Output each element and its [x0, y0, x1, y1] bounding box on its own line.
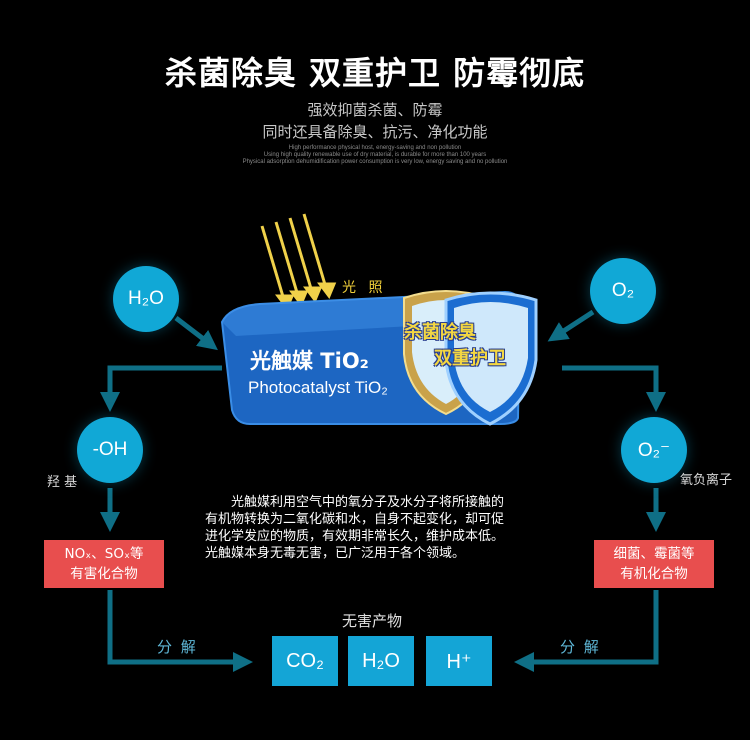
light-label: 光 照: [342, 280, 387, 296]
photocatalyst-cn: 光触媒 TiO₂: [250, 349, 369, 373]
product-h-plus: H⁺: [426, 636, 492, 686]
arrow-leftbox-to-products: [107, 590, 253, 672]
subtitle-line-2: 同时还具备除臭、抗污、净化功能: [262, 123, 488, 141]
harmful-compounds-box: NOₓ、SOₓ等 有害化合物: [44, 540, 164, 588]
description-line-4: 光触媒本身无毒无害，已广泛用于各个领域。: [205, 546, 466, 561]
hydroxyl-label: 羟 基: [47, 475, 78, 490]
harmful-compounds-line-2: 有害化合物: [70, 566, 138, 582]
arrow-rightbox-to-products: [514, 590, 659, 672]
tiny-english-line-2: Using high quality renewable use of dry …: [263, 152, 487, 158]
light-rays-icon: [260, 213, 337, 311]
shield-icon: [403, 290, 538, 426]
tiny-english-line-3: Physical adsorption dehumidification pow…: [242, 159, 508, 165]
page-title: 杀菌除臭 双重护卫 防霉彻底: [164, 54, 586, 92]
arrow-panel-to-oh: [100, 365, 222, 412]
arrow-o2-to-panel: [547, 309, 595, 342]
products-label: 无害产物: [342, 612, 403, 630]
node-hydroxyl: -OH: [77, 417, 143, 483]
description-text: 光触媒利用空气中的氧分子及水分子将所接触的 有机物转换为二氧化碳和水，自身不起变…: [205, 494, 585, 562]
arrow-h2o-to-panel: [174, 316, 218, 351]
description-line-2: 有机物转换为二氧化碳和水，自身不起变化，却可促: [205, 512, 505, 527]
description-line-3: 进化学发应的物质，有效期非常长久，维护成本低。: [205, 529, 505, 544]
node-oxygen-anion: O₂⁻: [621, 417, 687, 483]
node-o2: O₂: [590, 258, 656, 324]
product-co2: CO₂: [272, 636, 338, 686]
node-h2o: H₂O: [113, 266, 179, 332]
shield-text-line-2: 双重护卫: [434, 348, 506, 369]
organic-compounds-line-2: 有机化合物: [620, 566, 688, 582]
decompose-right-label: 分 解: [560, 638, 601, 656]
shield-text-line-1: 杀菌除臭: [404, 322, 476, 343]
organic-compounds-box: 细菌、霉菌等 有机化合物: [594, 540, 714, 588]
oxygen-anion-label: 氧负离子: [680, 473, 733, 488]
product-h2o: H₂O: [348, 636, 414, 686]
subtitle-line-1: 强效抑菌杀菌、防霉: [307, 101, 443, 119]
organic-compounds-line-1: 细菌、霉菌等: [613, 546, 695, 562]
decompose-left-label: 分 解: [157, 638, 198, 656]
harmful-compounds-line-1: NOₓ、SOₓ等: [64, 546, 144, 562]
tiny-english-line-1: High performance physical host, energy-s…: [288, 145, 462, 151]
photocatalyst-en: Photocatalyst TiO₂: [248, 378, 388, 397]
arrow-panel-to-o2neg: [562, 365, 666, 412]
description-line-1: 光触媒利用空气中的氧分子及水分子将所接触的: [205, 495, 505, 510]
